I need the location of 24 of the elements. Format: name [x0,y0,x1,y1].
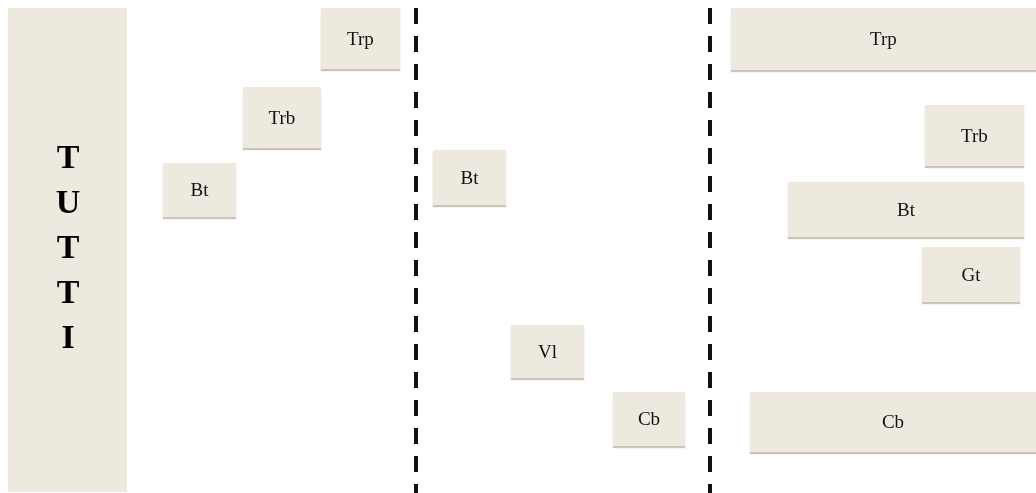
instrument-label: Trb [961,124,988,147]
instrument-box [613,392,685,446]
instrument-label: Trb [268,106,296,129]
instrument-box [511,325,584,378]
instrument-box [925,105,1024,166]
instrument-label: Trp [870,28,897,50]
instrument-label: Bt [897,198,915,221]
instrument-box [433,150,506,205]
instrument-label: Bt [460,166,479,189]
instrument-label: Bt [190,179,209,201]
instrument-label: Gt [961,263,981,286]
instrument-box [163,163,236,217]
instrument-box [922,247,1020,302]
instrument-box [731,8,1036,70]
instrument-box [321,8,400,69]
instrument-label: Vl [538,340,557,363]
instrument-label: Cb [881,411,905,433]
instrument-label: Cb [637,408,661,430]
instrument-box [750,392,1036,452]
instrument-label: Trp [347,27,374,50]
instrument-box [243,87,321,148]
instrument-box [788,182,1024,237]
vertical-label: TUTTI [48,137,87,363]
vertical-label-bar [8,8,127,492]
